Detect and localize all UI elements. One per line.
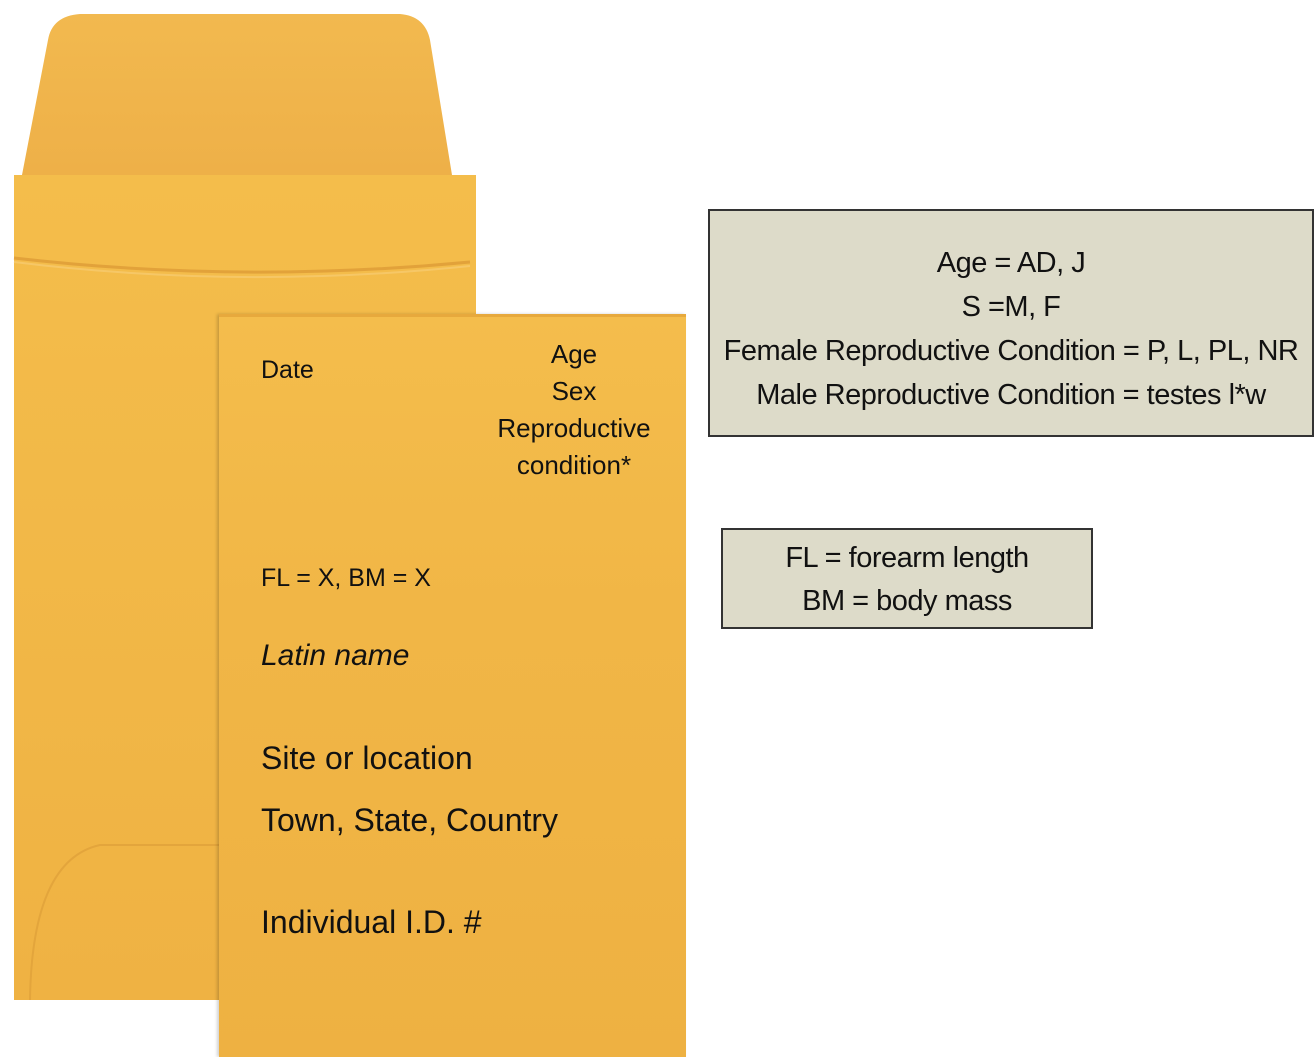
legend-forearm-line: FL = forearm length <box>785 542 1029 574</box>
envelope-pocket-curve <box>13 256 471 274</box>
individual-id-label: Individual I.D. # <box>261 904 482 940</box>
measurements-label: FL = X, BM = X <box>261 564 431 592</box>
envelope-bottom-seam <box>29 844 230 1001</box>
age-sex-condition-labels: Age Sex Reproductive condition* <box>479 336 669 484</box>
date-label: Date <box>261 356 314 384</box>
town-state-country-label: Town, State, Country <box>261 802 559 838</box>
site-label: Site or location <box>261 740 473 776</box>
legend-body-mass-line: BM = body mass <box>802 585 1012 617</box>
legend-age-line: Age = AD, J <box>936 247 1086 279</box>
latin-name-label: Latin name <box>261 639 410 672</box>
reproductive-label: Reproductive <box>497 413 651 443</box>
codes-legend-box: Age = AD, J S =M, F Female Reproductive … <box>708 209 1314 437</box>
legend-sex-line: S =M, F <box>961 291 1061 323</box>
envelope-top-edge <box>219 314 686 317</box>
age-label: Age <box>550 339 598 369</box>
legend-male-condition-line: Male Reproductive Condition = testes l*w <box>756 379 1266 411</box>
condition-label: condition* <box>516 450 632 480</box>
measurements-legend-box: FL = forearm length BM = body mass <box>721 528 1093 629</box>
legend-female-condition-line: Female Reproductive Condition = P, L, PL… <box>723 335 1299 367</box>
envelope-flap <box>22 14 452 175</box>
front-envelope: Date Age Sex Reproductive condition* FL … <box>219 314 686 1057</box>
sex-label: Sex <box>551 376 597 406</box>
envelope-pocket-shadow <box>13 261 471 279</box>
